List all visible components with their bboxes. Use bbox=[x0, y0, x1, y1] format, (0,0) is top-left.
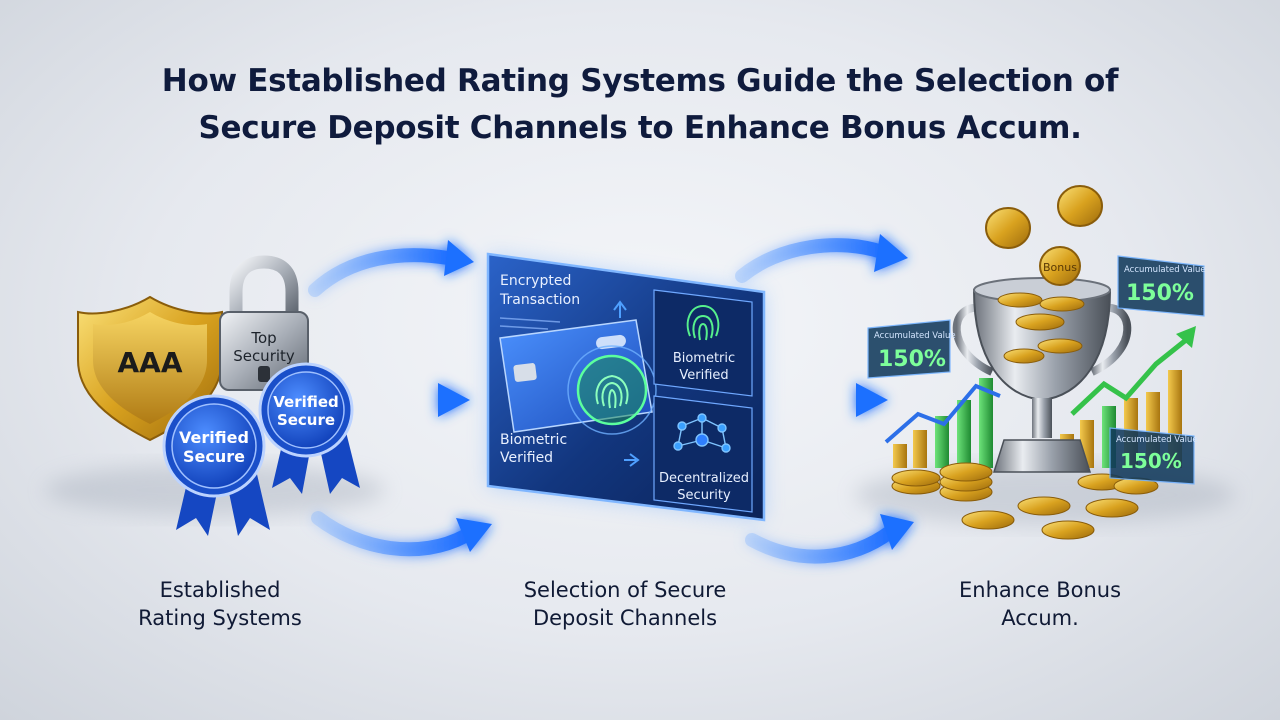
flow-arrows bbox=[308, 234, 914, 564]
coin-icon bbox=[985, 207, 1031, 249]
card-top-value: 150% bbox=[1126, 281, 1194, 306]
network-nodes-icon bbox=[673, 413, 731, 453]
card-top-caption: Accumulated Value bbox=[1124, 265, 1206, 275]
stage-1-line-2: Rating Systems bbox=[138, 606, 302, 630]
stage-3-line-1: Enhance Bonus bbox=[958, 578, 1122, 602]
arrow-head-icon bbox=[456, 518, 492, 552]
stage-label-ratings: Established Rating Systems bbox=[100, 576, 340, 632]
trend-line-green-icon bbox=[1070, 338, 1188, 416]
lock-text-line-2: Security bbox=[233, 347, 295, 365]
trophy-icon bbox=[952, 277, 1132, 473]
verified-secure-ribbon-icon: Verified Secure bbox=[258, 362, 360, 494]
arrow-head-icon bbox=[880, 514, 914, 550]
data-lines-icon bbox=[499, 317, 561, 330]
lock-text-line-1: Top bbox=[250, 329, 276, 347]
page-title: How Established Rating Systems Guide the… bbox=[0, 58, 1280, 152]
accumulated-value-card-left: Accumulated Value 150% bbox=[867, 319, 956, 379]
secure-deposit-panel: Encrypted Transaction Biometric Verified bbox=[486, 252, 766, 522]
decentralized-security-subpanel: Decentralized Security bbox=[653, 395, 753, 513]
coin-bonus-label: Bonus bbox=[1043, 261, 1077, 274]
coin-stacks bbox=[891, 462, 1159, 540]
ribbon-1-text-line-2: Secure bbox=[183, 447, 245, 466]
stage-label-deposit: Selection of Secure Deposit Channels bbox=[490, 576, 760, 632]
arrow-head-icon bbox=[438, 383, 470, 417]
arrow-up-icon bbox=[613, 300, 627, 318]
padlock-icon: Top Security bbox=[219, 255, 309, 391]
fingerprint-icon bbox=[686, 304, 720, 341]
coin-icon bbox=[1057, 185, 1103, 227]
biometric-bottom-text-line-1: Biometric bbox=[500, 432, 567, 448]
decentralized-text-line-1: Decentralized bbox=[659, 471, 749, 486]
stage-1-line-1: Established bbox=[159, 578, 281, 602]
biometric-top-text-line-2: Verified bbox=[679, 368, 728, 383]
card-right-value: 150% bbox=[1120, 449, 1182, 473]
stage-label-bonus: Enhance Bonus Accum. bbox=[920, 576, 1160, 632]
bonus-coin-icon bbox=[1039, 246, 1081, 286]
verified-secure-ribbon-icon: Verified Secure bbox=[162, 394, 270, 536]
card-right-caption: Accumulated Value bbox=[1116, 435, 1198, 445]
shield-rating-text: AAA bbox=[117, 346, 182, 379]
ribbon-1-text-line-1: Verified bbox=[179, 428, 249, 447]
card-left-value: 150% bbox=[878, 347, 946, 372]
title-line-1: How Established Rating Systems Guide the… bbox=[161, 63, 1119, 99]
arrow-head-icon bbox=[444, 240, 474, 276]
stage-2-line-2: Deposit Channels bbox=[532, 606, 718, 630]
arrow-head-icon bbox=[874, 234, 908, 272]
bonus-accumulation-group: Bonus Accumulated Value 150% Accumulated… bbox=[867, 185, 1206, 540]
biometric-verified-subpanel: Biometric Verified bbox=[653, 289, 753, 397]
card-left-caption: Accumulated Value bbox=[874, 331, 956, 341]
stage-2-line-1: Selection of Secure bbox=[523, 578, 727, 602]
fingerprint-scanner-icon bbox=[567, 345, 657, 435]
encrypted-text-line-1: Encrypted bbox=[500, 273, 571, 289]
ribbon-2-text-line-1: Verified bbox=[273, 393, 339, 411]
ribbon-2-text-line-2: Secure bbox=[277, 411, 335, 429]
arrow-right-icon bbox=[624, 453, 640, 467]
biometric-bottom-text-line-2: Verified bbox=[500, 450, 553, 466]
arrow-curve-bottom-left-icon bbox=[311, 511, 472, 557]
accumulated-value-card-right: Accumulated Value 150% bbox=[1109, 427, 1198, 485]
arrow-curve-bottom-right-icon bbox=[745, 525, 897, 564]
encrypted-text-line-2: Transaction bbox=[499, 292, 580, 308]
biometric-top-text-line-1: Biometric bbox=[673, 351, 735, 366]
falling-coins: Bonus bbox=[985, 185, 1103, 286]
accumulated-value-card-top: Accumulated Value 150% bbox=[1117, 255, 1206, 317]
trend-arrow-head-icon bbox=[1176, 326, 1196, 348]
arrow-head-icon bbox=[856, 383, 888, 417]
decentralized-text-line-2: Security bbox=[677, 488, 731, 503]
arrow-curve-top-left-icon bbox=[308, 248, 455, 297]
trend-line-blue-icon bbox=[884, 383, 1001, 444]
title-line-2: Secure Deposit Channels to Enhance Bonus… bbox=[198, 110, 1082, 146]
rating-systems-group: AAA Top Security Verified Secure Verifie… bbox=[77, 255, 360, 536]
stage-3-line-2: Accum. bbox=[1001, 606, 1079, 630]
arrow-curve-top-right-icon bbox=[735, 238, 889, 283]
